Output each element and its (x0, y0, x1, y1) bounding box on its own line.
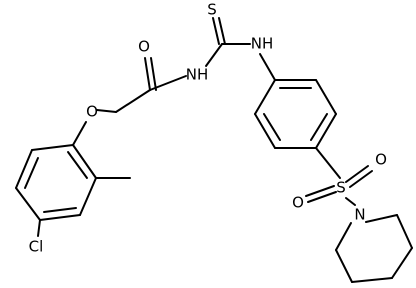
bond-ring1-b (15, 149, 33, 189)
bond-ring1-f (72, 144, 97, 179)
atom-o-carbonyl: O (138, 38, 150, 56)
bond-pip-c (391, 247, 413, 279)
atom-cl: Cl (29, 238, 44, 256)
bond-cs-2 (218, 17, 226, 45)
bond-ring2-e-inner (263, 113, 281, 141)
bond-ring1-b-inner (24, 157, 39, 189)
atom-s-thio: S (207, 1, 217, 19)
atom-o-sulfonyl-right: O (375, 151, 387, 169)
bond-co-1 (144, 57, 151, 91)
atom-labels: O O NH S NH S O O N Cl (29, 1, 387, 256)
atom-n-piperidine: N (354, 206, 365, 224)
bond-ring2-b (315, 79, 337, 115)
bond-ring2-f (254, 79, 276, 115)
bond-pip-e (335, 249, 353, 283)
bond-ring2-s (315, 147, 341, 179)
bond-ring2-e (254, 113, 276, 149)
bond-ring2-c (315, 113, 337, 149)
bond-so-left-2 (307, 191, 337, 203)
bond-pip-b (396, 214, 413, 249)
bond-cl (37, 219, 41, 237)
atom-s-sulfonyl: S (336, 179, 346, 197)
bond-co-2 (150, 57, 157, 91)
bonds (15, 17, 413, 283)
bond-ring1-f-inner (67, 151, 88, 179)
bond-cs-1 (212, 17, 220, 45)
bond-co-nh (149, 75, 187, 91)
bond-s-n (345, 197, 356, 206)
bond-so-right-2 (349, 170, 373, 188)
bond-ch2-co (115, 89, 151, 113)
bond-pip-f (335, 222, 352, 251)
atom-o-ether: O (86, 103, 98, 121)
bond-nh-ring2 (259, 53, 276, 81)
bond-o-ch2 (96, 109, 117, 113)
bond-ring-o (72, 121, 87, 146)
bond-ring1-c (15, 187, 41, 221)
bond-ring2-c-inner (310, 113, 328, 141)
bond-ring1-a (31, 144, 74, 151)
bond-nh-cs (205, 43, 223, 67)
bond-pip-a (365, 214, 398, 223)
bond-ring1-e (79, 177, 97, 216)
atom-o-sulfonyl-left: O (292, 194, 304, 212)
bond-so-left-1 (305, 185, 335, 197)
atom-nh-amide: NH (186, 66, 209, 84)
atom-nh-aryl: NH (251, 35, 274, 53)
bond-pip-d (351, 277, 393, 283)
bond-ring1-d (39, 214, 81, 221)
bond-so-right-1 (345, 165, 369, 183)
bond-ring1-d-inner (43, 207, 77, 213)
